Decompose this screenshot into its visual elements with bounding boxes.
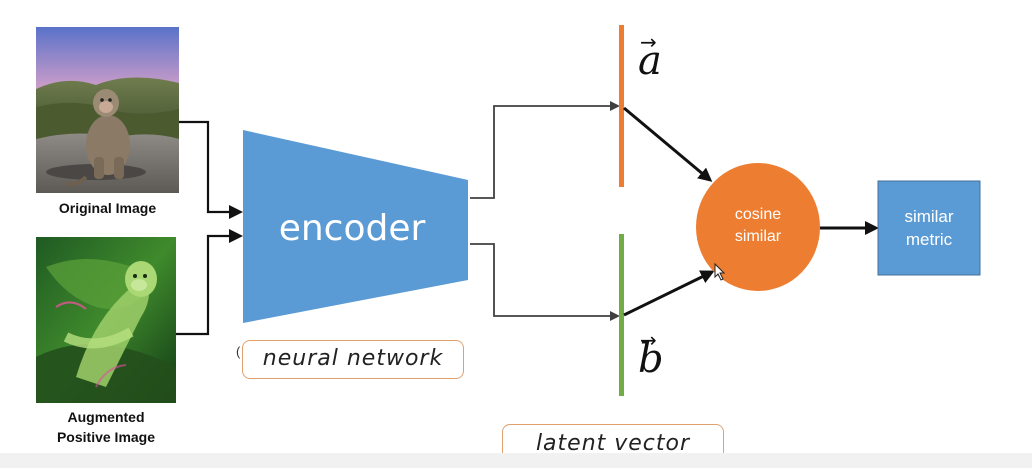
augmented-image bbox=[36, 237, 176, 403]
connector-original-to-encoder bbox=[178, 120, 243, 219]
arrow-b-to-cosine bbox=[623, 270, 715, 317]
similar-metric-box bbox=[877, 180, 981, 276]
vector-b-bar bbox=[619, 234, 624, 396]
cosine-similar-label: cosine similar bbox=[696, 204, 820, 248]
neural-network-note: neural network bbox=[242, 340, 464, 379]
encoder-label: encoder bbox=[278, 208, 426, 249]
original-image bbox=[36, 27, 179, 193]
metric-line1: similar bbox=[904, 207, 954, 226]
vector-b-arrow: → bbox=[640, 328, 657, 352]
metric-line2: metric bbox=[905, 230, 953, 249]
augmented-caption-line2: Positive Image bbox=[56, 429, 156, 445]
cosine-line2: similar bbox=[734, 228, 782, 245]
augmented-image-drawing bbox=[36, 237, 176, 403]
mouse-cursor-icon bbox=[714, 262, 726, 281]
arrow-a-to-cosine bbox=[623, 106, 713, 182]
connector-encoder-to-a bbox=[470, 101, 620, 199]
vector-a-bar bbox=[619, 25, 624, 187]
vector-b-label: b bbox=[638, 336, 664, 382]
augmented-image-caption: Augmented Positive Image bbox=[36, 407, 176, 447]
bottom-bar bbox=[0, 453, 1032, 468]
cosine-similar-circle bbox=[696, 163, 820, 291]
connector-augmented-to-encoder bbox=[176, 229, 243, 336]
original-image-drawing bbox=[36, 27, 179, 193]
cosine-line1: cosine bbox=[734, 206, 782, 223]
similar-metric-label: similar metric bbox=[878, 205, 980, 251]
partial-glyph: ( bbox=[236, 344, 241, 359]
encoder-shape bbox=[243, 130, 468, 323]
augmented-caption-line1: Augmented bbox=[67, 409, 145, 425]
vector-a-label: a bbox=[638, 38, 662, 84]
original-image-caption: Original Image bbox=[58, 200, 157, 216]
connector-encoder-to-b bbox=[470, 243, 620, 321]
vector-a-arrow: → bbox=[640, 30, 657, 54]
